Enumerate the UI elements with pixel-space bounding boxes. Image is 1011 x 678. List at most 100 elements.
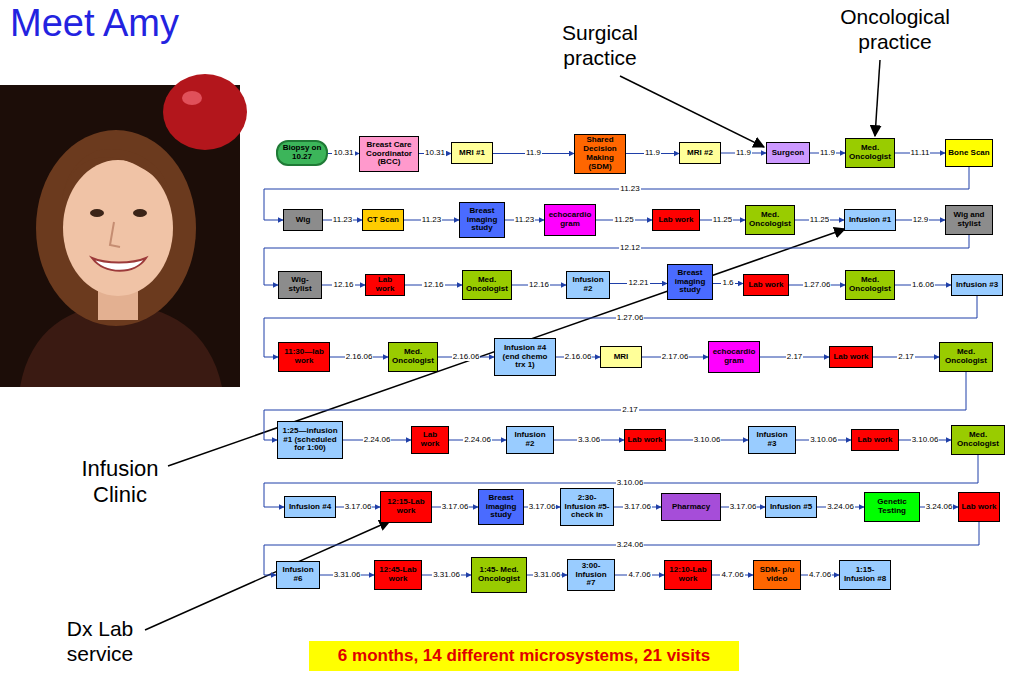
date-label: 3.17.06: [528, 503, 557, 512]
infusion-box: 2:30-Infusion #5-check in: [560, 488, 614, 526]
infusion-box: 1:25—infusion #1 (scheduled for 1:00): [277, 421, 343, 459]
coordinator-box: Breast Care Coordinator (BCC): [359, 136, 419, 172]
echo-box: echocardio gram: [708, 341, 760, 373]
date-label: 3.24.06: [925, 503, 954, 512]
date-label: 11.23: [619, 185, 640, 194]
date-label: 11.9: [735, 149, 752, 158]
node-text: Lab work: [627, 436, 662, 445]
node-text: Genetic Testing: [867, 498, 917, 516]
infusion-box: 3:00-Infusion #7: [567, 559, 615, 591]
oncologist-box: Med. Oncologist: [951, 425, 1005, 455]
date-label: 3.17.06: [441, 503, 470, 512]
node-text: Breast imaging study: [462, 207, 502, 234]
node-text: 12:15-Lab work: [383, 498, 429, 516]
date-label: 4.7.06: [720, 571, 744, 580]
node-text: Wig-stylist: [281, 276, 319, 294]
hair: [36, 130, 196, 326]
node-text: Wig and stylist: [948, 211, 990, 229]
wig-box: Wig and stylist: [945, 205, 993, 235]
lab-box: Lab work: [829, 346, 873, 368]
date-label: 3.10.06: [616, 479, 645, 488]
node-text: 6 months, 14 different microsystems, 21 …: [338, 646, 710, 665]
infusion-box: Infusion #6: [276, 561, 320, 589]
node-text: Wig: [296, 216, 311, 225]
infusion-box: 1:15- Infusion #8: [839, 560, 891, 590]
balloon: [163, 74, 247, 150]
node-text: echocardio gram: [547, 211, 593, 229]
date-label: 2.16.06: [564, 353, 593, 362]
node-text: Lab work: [833, 353, 868, 362]
node-text: Surgeon: [772, 149, 804, 158]
callout-label: Surgical practice: [548, 20, 652, 70]
date-label: 4.7.06: [627, 571, 651, 580]
date-label: 2.17: [786, 353, 804, 362]
node-text: echocardio gram: [711, 348, 757, 366]
node-text: Infusion #2: [569, 276, 607, 294]
date-label: 2.24.06: [463, 436, 492, 445]
date-label: 3.24.06: [826, 503, 855, 512]
slide-title: Meet Amy: [10, 2, 179, 45]
oncologist-box: Med. Oncologist: [845, 270, 895, 300]
node-text: Breast Care Coordinator (BCC): [362, 141, 416, 168]
date-label: 12.16: [422, 281, 444, 290]
node-text: 12:45-Lab work: [377, 566, 419, 584]
node-text: Infusion #6: [279, 566, 317, 584]
date-label: 3.3.06: [577, 436, 601, 445]
node-text: CT Scan: [367, 216, 399, 225]
date-label: 12.16: [528, 281, 550, 290]
date-label: 3.24.06: [616, 541, 645, 550]
node-text: Med. Oncologist: [848, 144, 892, 162]
infusion-box: Infusion #2: [566, 271, 610, 299]
lab-box: Lab work: [652, 209, 700, 231]
node-text: Infusion #1: [849, 216, 891, 225]
wig-box: Wig: [283, 209, 323, 231]
oncologist-box: Med. Oncologist: [462, 270, 512, 300]
balloon-highlight: [182, 91, 202, 105]
node-text: 2:30-Infusion #5-check in: [563, 494, 611, 521]
infusion-box: Infusion #3: [951, 274, 1003, 296]
node-text: Pharmacy: [672, 503, 710, 512]
lab-box: Lab work: [958, 492, 1000, 522]
date-label: 2.16.06: [345, 353, 374, 362]
date-label: 2.17.06: [661, 353, 690, 362]
date-label: 3.10.06: [809, 436, 838, 445]
node-text: Breast imaging study: [481, 494, 521, 521]
node-text: Med. Oncologist: [848, 276, 892, 294]
lab-box: 12:10-Lab work: [664, 560, 712, 590]
node-text: Lab work: [961, 503, 996, 512]
date-label: 12.12: [619, 244, 641, 253]
imaging-box: MRI #2: [679, 142, 721, 164]
date-label: 3.10.06: [693, 436, 722, 445]
nose: [110, 222, 120, 247]
date-label: 2.17: [897, 353, 915, 362]
node-text: SDM- p/u video: [756, 566, 798, 584]
oncologist-box: Med. Oncologist: [745, 205, 795, 235]
date-label: 3.17.06: [344, 503, 373, 512]
pharmacy-box: Pharmacy: [661, 493, 721, 521]
date-label: 12.21: [627, 279, 649, 288]
date-label: 2.24.06: [363, 436, 392, 445]
date-label: 10.31: [424, 149, 446, 158]
date-label: 3.31.06: [533, 571, 562, 580]
node-text: Med. Oncologist: [748, 211, 792, 229]
node-text: Infusion #3: [751, 431, 793, 449]
date-label: 1.6: [721, 279, 734, 288]
date-label: 3.17.06: [729, 503, 758, 512]
imaging-box: MRI: [600, 346, 642, 368]
lab-box: Lab work: [365, 274, 405, 296]
date-label: 2.16.06: [452, 353, 481, 362]
date-label: 11.25: [613, 216, 634, 225]
oncologist-box: Med. Oncologist: [845, 138, 895, 168]
scan-box: CT Scan: [362, 209, 404, 231]
date-label: 12.16: [332, 281, 354, 290]
lab-box: 11:30—lab work: [278, 342, 330, 372]
oncologist-box: Med. Oncologist: [388, 342, 438, 372]
node-text: MRI #1: [459, 149, 485, 158]
node-text: Bone Scan: [948, 149, 989, 158]
portrait-photo: [0, 74, 247, 387]
date-label: 11.9: [644, 149, 661, 158]
eye: [133, 209, 147, 217]
scan-box: Bone Scan: [945, 139, 993, 167]
node-text: 11:30—lab work: [281, 348, 327, 366]
decision-box: Shared Decision Making (SDM): [574, 134, 626, 174]
